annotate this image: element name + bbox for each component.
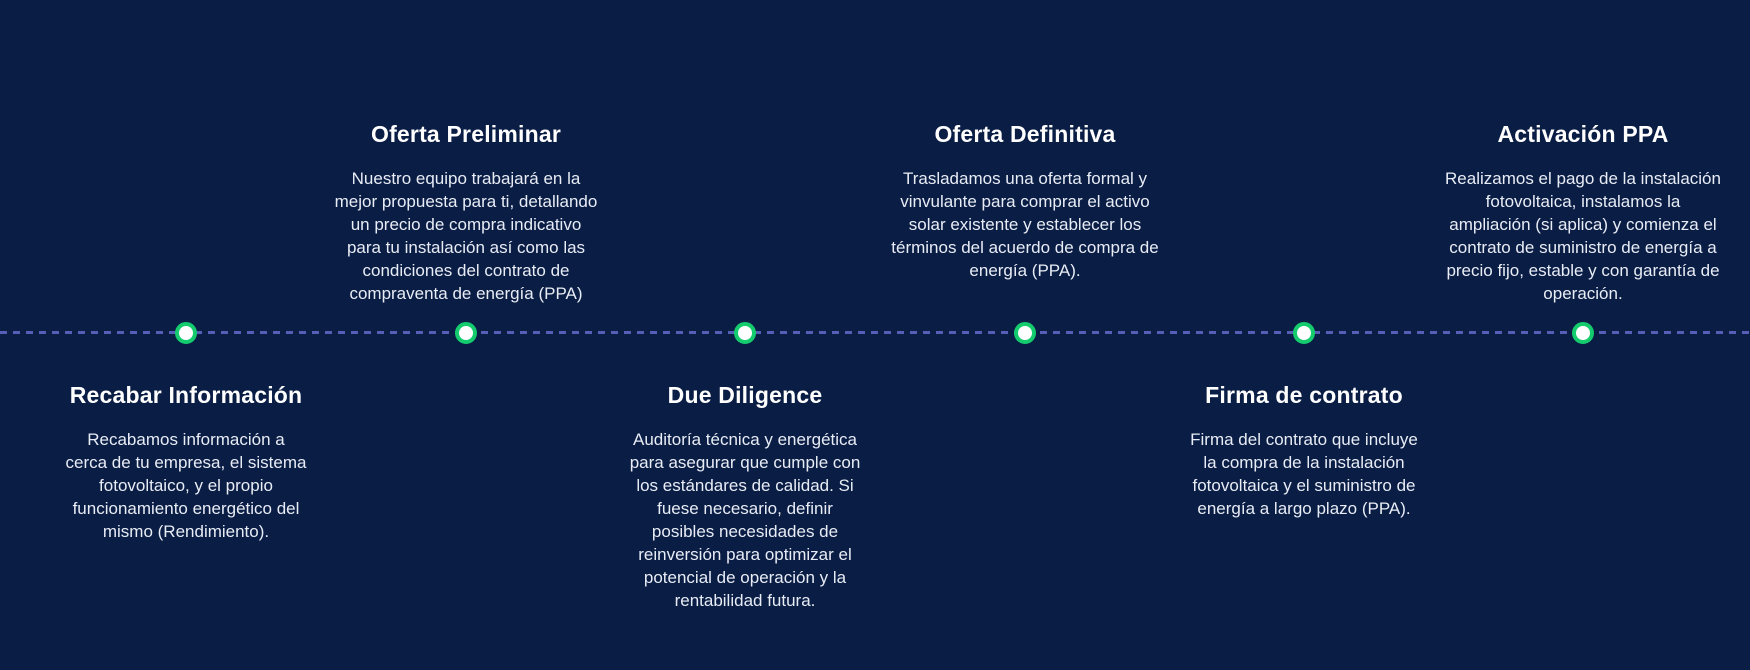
step-description: Trasladamos una oferta formal y vinvulan… [891, 169, 1159, 280]
step-title: Due Diligence [667, 382, 823, 408]
step-description: Nuestro equipo trabajará en la mejor pro… [334, 169, 598, 303]
step-description: Realizamos el pago de la instalación fot… [1445, 169, 1721, 303]
timeline-step-recabar-informacion: Recabar Información Recabamos informació… [6, 380, 366, 543]
timeline-dot-3 [734, 322, 756, 344]
timeline-step-oferta-definitiva: Oferta Definitiva Trasladamos una oferta… [845, 119, 1205, 282]
step-description: Recabamos información a cerca de tu empr… [65, 430, 307, 541]
timeline-step-due-diligence: Due Diligence Auditoría técnica y energé… [565, 380, 925, 612]
timeline-step-activacion-ppa: Activación PPA Realizamos el pago de la … [1403, 119, 1750, 305]
timeline-step-firma-de-contrato: Firma de contrato Firma del contrato que… [1124, 380, 1484, 520]
timeline-step-oferta-preliminar: Oferta Preliminar Nuestro equipo trabaja… [286, 119, 646, 305]
step-description: Auditoría técnica y energética para aseg… [629, 430, 861, 610]
timeline-dot-6 [1572, 322, 1594, 344]
timeline-dot-4 [1014, 322, 1036, 344]
step-title: Recabar Información [69, 382, 303, 408]
timeline-dot-1 [175, 322, 197, 344]
step-title: Firma de contrato [1205, 382, 1403, 408]
timeline-dashed-line [0, 331, 1750, 334]
timeline-dot-5 [1293, 322, 1315, 344]
step-description: Firma del contrato que incluye la compra… [1190, 430, 1418, 518]
step-title: Oferta Preliminar [370, 121, 562, 147]
step-title: Activación PPA [1497, 121, 1669, 147]
timeline-dot-2 [455, 322, 477, 344]
step-title: Oferta Definitiva [934, 121, 1116, 147]
